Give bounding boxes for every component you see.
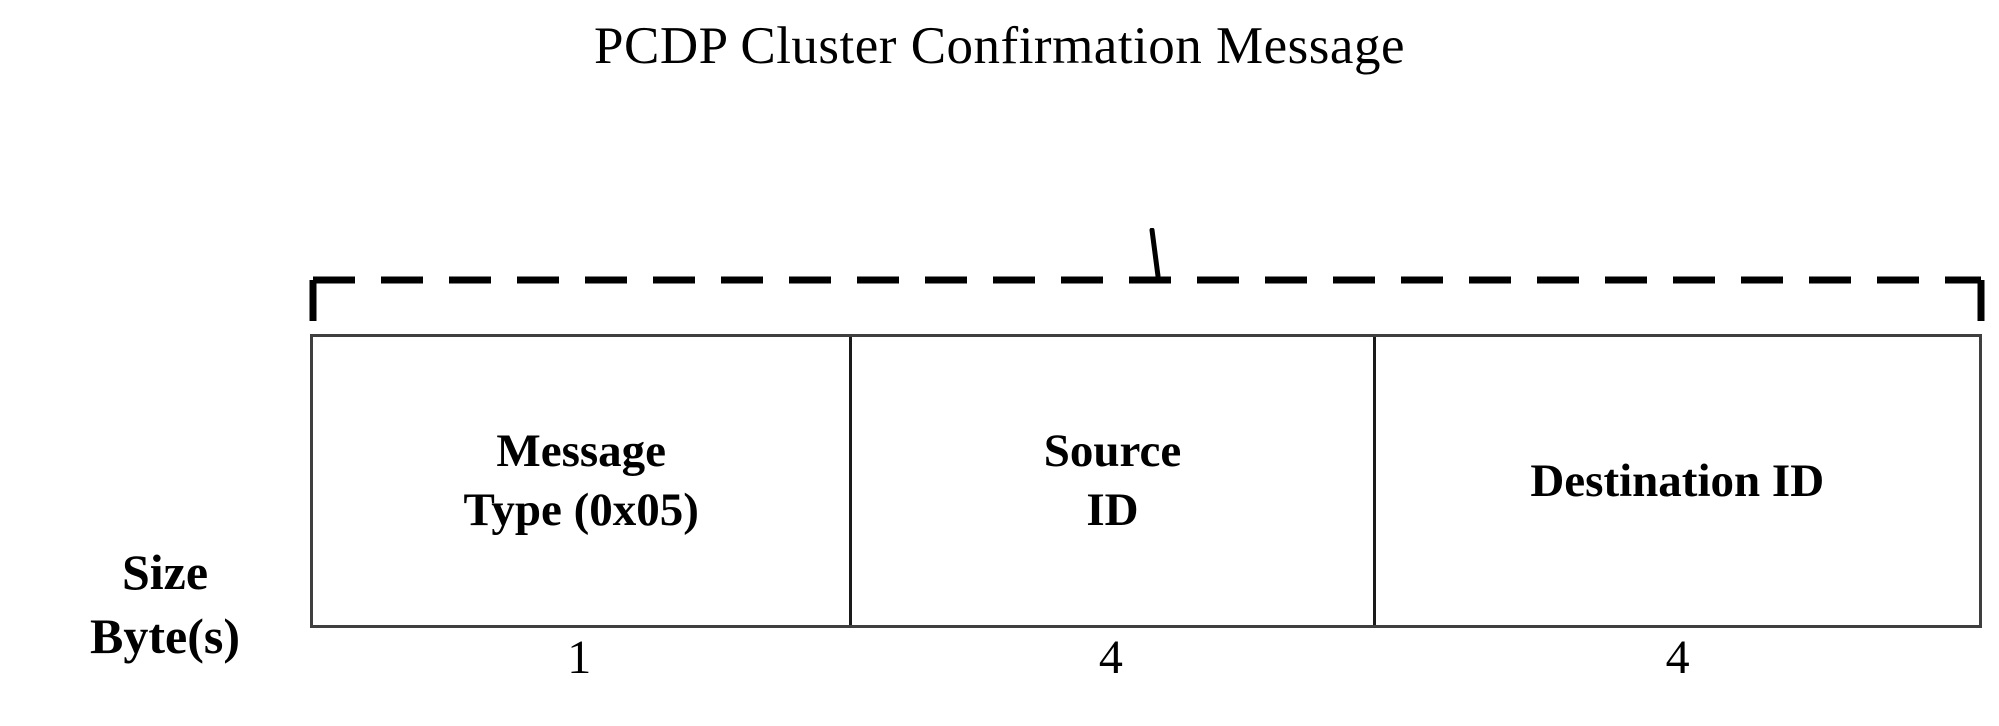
packet-field-table: Message Type (0x05) Source ID Destinatio… — [310, 334, 1982, 628]
field-label-line2: ID — [1086, 484, 1139, 536]
size-bytes-label: Size Byte(s) — [40, 540, 290, 668]
field-label-message-type: Message Type (0x05) — [464, 422, 699, 540]
packet-field-destination-id: Destination ID — [1372, 337, 1979, 625]
field-size-message-type: 1 — [567, 631, 592, 684]
brace-pointer-tick — [1149, 228, 1161, 279]
field-label-destination-id: Destination ID — [1530, 452, 1824, 511]
field-sizes-row: 1 4 4 — [310, 630, 1982, 700]
packet-field-message-type: Message Type (0x05) — [313, 337, 849, 625]
size-label-line1: Size — [121, 544, 209, 600]
field-label-source-id: Source ID — [1044, 422, 1182, 540]
field-label-line2: Type (0x05) — [463, 484, 699, 536]
diagram-title: PCDP Cluster Confirmation Message — [594, 17, 1405, 75]
size-label-line2: Byte(s) — [90, 608, 240, 664]
field-size-destination-id: 4 — [1665, 631, 1690, 684]
field-size-source-id: 4 — [1098, 631, 1123, 684]
packet-field-source-id: Source ID — [849, 337, 1372, 625]
field-label-line1: Source — [1043, 425, 1182, 478]
field-label-line1: Destination ID — [1530, 454, 1825, 507]
dashed-brace — [309, 228, 1985, 321]
field-label-line1: Message — [496, 425, 667, 478]
